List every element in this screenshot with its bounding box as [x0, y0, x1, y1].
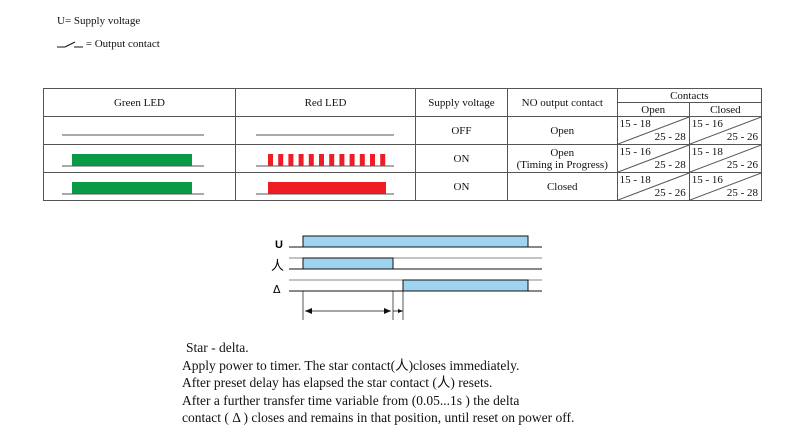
green-led-cell	[43, 116, 236, 145]
contact-closed-cell: 15 - 16 25 - 26	[688, 116, 763, 145]
led-status-table: Green LED Red LED Supply voltage NO outp…	[43, 88, 763, 201]
contact-bottom: 25 - 28	[654, 159, 686, 171]
contact-top: 15 - 16	[691, 118, 723, 130]
header-red-led: Red LED	[235, 88, 416, 117]
timing-label-u: U	[275, 239, 283, 251]
output-state: Open	[550, 124, 575, 137]
supply-cell: ON	[415, 144, 508, 173]
red-flash-segment	[288, 153, 294, 166]
timing-diagram: U 人 Δ	[271, 235, 542, 320]
red-flash-segment	[329, 153, 335, 166]
contact-symbol-icon	[57, 42, 83, 48]
header-contacts: Contacts	[616, 88, 763, 103]
legend-supply-text: U= Supply voltage	[57, 15, 141, 27]
output-cell: Closed	[506, 172, 618, 201]
red-flash-segment	[349, 153, 355, 166]
supply-cell: ON	[415, 172, 508, 201]
contact-bottom: 25 - 26	[654, 187, 686, 199]
red-flash-segment	[278, 153, 284, 166]
red-flash-segment	[380, 153, 386, 166]
description-text: Star - delta. Apply power to timer. The …	[182, 339, 574, 427]
table-row: ON Open (Timing in Progress) 15 - 16 25 …	[43, 144, 763, 173]
table-header-row: Green LED Red LED Supply voltage NO outp…	[43, 88, 763, 117]
arrow-left-icon	[305, 308, 312, 314]
contact-top: 15 - 18	[691, 146, 723, 158]
arrow-right-small-icon	[398, 309, 403, 313]
red-flash-segment	[339, 153, 345, 166]
red-flash-segment	[268, 153, 273, 166]
red-led-cell	[235, 116, 416, 145]
contact-open-cell: 15 - 18 25 - 26	[616, 172, 690, 201]
legend-supply-voltage: U= Supply voltage	[57, 15, 140, 27]
header-supply-voltage: Supply voltage	[415, 88, 508, 117]
output-state: Open	[550, 146, 575, 159]
contact-diagonal	[617, 173, 689, 200]
contact-closed-cell: 15 - 16 25 - 28	[688, 172, 763, 201]
legend-contact-text: = Output contact	[85, 38, 160, 50]
output-cell: Open (Timing in Progress)	[506, 144, 618, 173]
red-led-on-bar	[256, 181, 394, 194]
timing-label-star: 人	[271, 259, 284, 274]
contact-closed-cell: 15 - 18 25 - 26	[688, 144, 763, 173]
header-no-output-contact: NO output contact	[506, 88, 618, 117]
contact-diagonal	[689, 145, 761, 172]
green-led-on-bar	[62, 181, 204, 194]
timing-label-delta: Δ	[273, 283, 281, 296]
red-flash-segment	[370, 153, 375, 166]
red-flash-segment	[308, 153, 314, 166]
red-flash-segment	[298, 153, 304, 166]
contact-open-cell: 15 - 16 25 - 28	[616, 144, 690, 173]
timing-pulse-star	[302, 257, 394, 270]
table-subheader-row: Open Closed	[44, 102, 763, 117]
red-led-off-line	[256, 134, 394, 135]
timing-pulse-delta	[402, 279, 529, 292]
table-row: OFF Open 15 - 18 25 - 28 15 - 16 25 - 26	[43, 116, 763, 145]
green-led-cell	[43, 172, 236, 201]
description-line: contact ( Δ ) closes and remains in that…	[182, 410, 575, 425]
header-open: Open	[616, 102, 690, 117]
description-line: After a further transfer time variable f…	[182, 392, 520, 408]
contact-top: 15 - 16	[691, 174, 723, 186]
green-led-on-bar	[62, 153, 204, 166]
contact-top: 15 - 16	[619, 146, 651, 158]
green-led-off-line	[62, 134, 204, 135]
contact-diagonal	[617, 145, 689, 172]
output-state: Closed	[546, 180, 578, 193]
contact-bottom: 25 - 26	[726, 159, 758, 171]
output-cell: Open	[506, 116, 618, 145]
legend-output-contact: = Output contact	[57, 38, 160, 50]
description-line: Apply power to timer. The star contact(人…	[182, 357, 520, 373]
header-green-led: Green LED	[43, 88, 236, 117]
contact-bottom: 25 - 26	[726, 131, 758, 143]
contact-diagonal	[689, 173, 761, 200]
contact-bottom: 25 - 28	[654, 131, 686, 143]
contact-diagonal	[617, 117, 689, 144]
output-substate: (Timing in Progress)	[516, 158, 608, 171]
contact-top: 15 - 18	[619, 174, 651, 186]
supply-cell: OFF	[415, 116, 508, 145]
arrow-right-icon	[384, 308, 391, 314]
red-flash-segment	[359, 153, 365, 166]
contact-open-cell: 15 - 18 25 - 28	[616, 116, 690, 145]
timing-pulse-u	[302, 235, 529, 248]
description-line: After preset delay has elapsed the star …	[182, 375, 493, 390]
red-led-cell	[235, 144, 416, 173]
contact-diagonal	[689, 117, 761, 144]
red-flash-segment	[319, 153, 324, 166]
header-closed: Closed	[688, 102, 763, 117]
red-led-cell	[235, 172, 416, 201]
red-led-flashing-bars	[256, 153, 394, 166]
contact-top: 15 - 18	[619, 118, 651, 130]
green-led-cell	[43, 144, 236, 173]
contact-bottom: 25 - 28	[726, 187, 758, 199]
description-line: Star - delta.	[186, 340, 249, 355]
table-row: ON Closed 15 - 18 25 - 26 15 - 16 25 - 2…	[43, 172, 763, 201]
